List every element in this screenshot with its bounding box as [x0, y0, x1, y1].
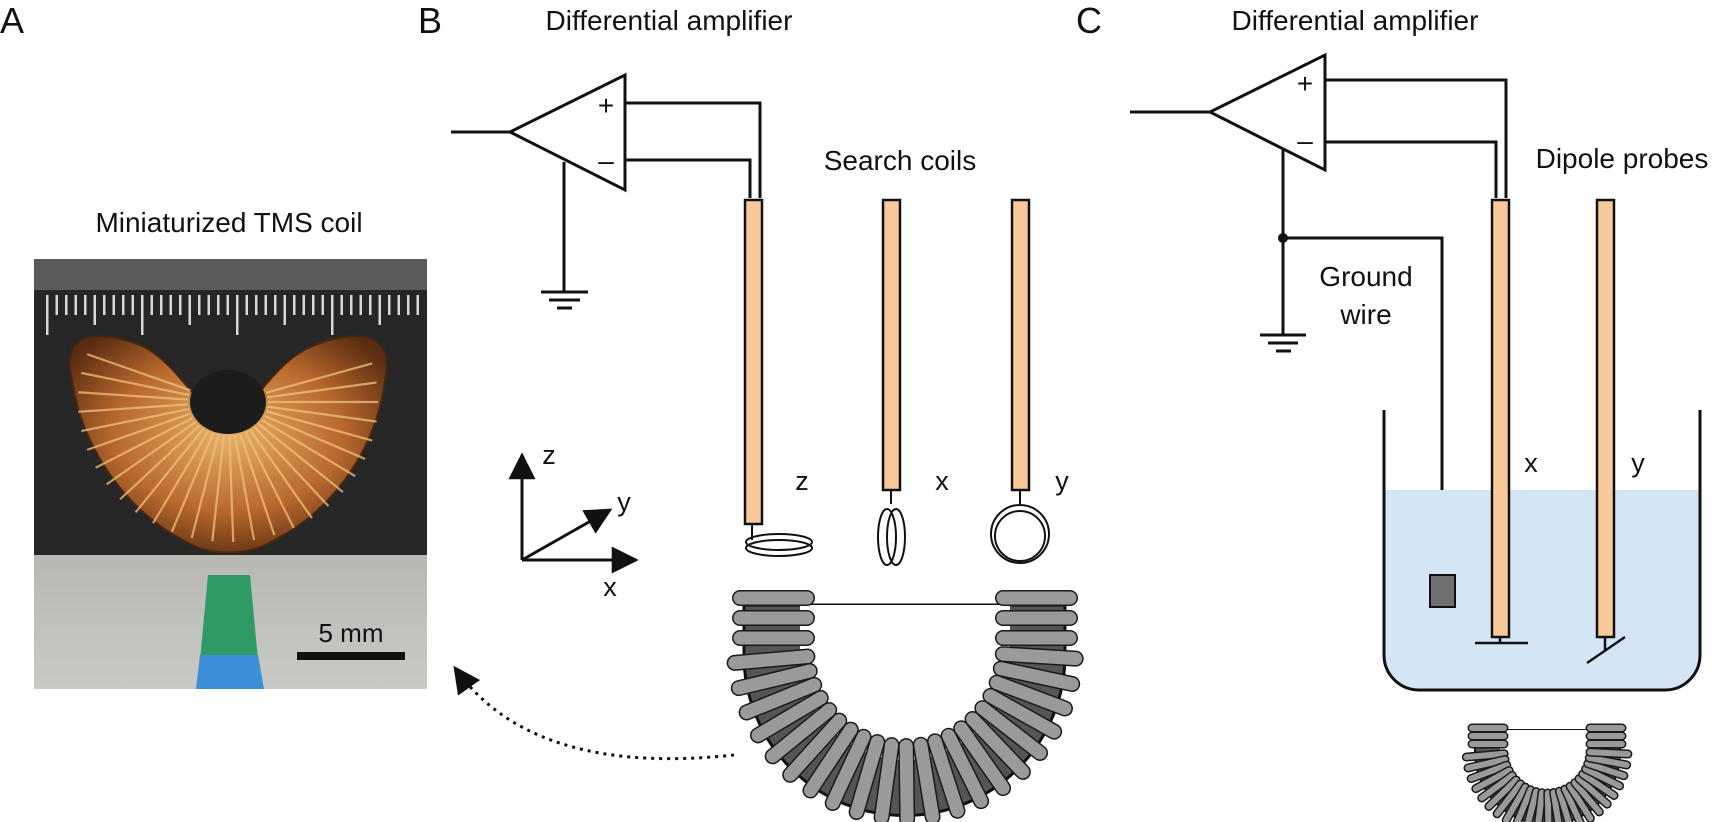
- ground-wire-line: [1283, 236, 1444, 575]
- coil-label-x: x: [935, 466, 949, 496]
- tms-coil-large-windings: [726, 590, 1084, 822]
- axis-label-x: x: [603, 572, 617, 602]
- coil-center-hole: [190, 370, 266, 434]
- ruler-ticks: [46, 295, 419, 335]
- amp-c-plus: +: [1297, 68, 1313, 99]
- axis-label-z: z: [542, 440, 556, 470]
- panel-c: C Differential amplifier + – Ground wire…: [1076, 0, 1708, 822]
- coil-label-y: y: [1055, 466, 1069, 496]
- panel-c-letter: C: [1076, 0, 1102, 41]
- tms-coil-small-windings: [1461, 723, 1633, 822]
- copper-coil: [69, 335, 388, 554]
- tms-coil-small: [1461, 723, 1633, 822]
- scale-bar-label: 5 mm: [319, 618, 384, 648]
- panel-a: A Miniaturized TMS coil 5 mm: [0, 0, 427, 689]
- dipole-probe-y: [1586, 198, 1626, 665]
- search-coil-z: [743, 198, 813, 557]
- coordinate-axes: [508, 452, 639, 574]
- differential-amplifier-c: + –: [1206, 52, 1327, 173]
- search-coils-title: Search coils: [824, 145, 977, 176]
- amp-c-minus: –: [1297, 125, 1313, 156]
- amp-b-plus-wire: [625, 101, 762, 198]
- ground-symbol-c: [1260, 333, 1306, 353]
- beaker: [1382, 410, 1702, 692]
- ground-wire-label-1: Ground: [1319, 261, 1412, 292]
- panel-a-title: Miniaturized TMS coil: [95, 207, 362, 238]
- ground-wire-label-2: wire: [1339, 299, 1391, 330]
- panel-b-amp-title: Differential amplifier: [546, 5, 793, 36]
- dipole-probes-title: Dipole probes: [1536, 143, 1709, 174]
- ground-electrode: [1429, 574, 1456, 608]
- probe-label-x: x: [1524, 448, 1538, 478]
- axis-label-y: y: [617, 487, 631, 517]
- dipole-probe-x: [1475, 198, 1528, 645]
- coil-photo: 5 mm: [34, 259, 427, 689]
- dotted-arrow: [453, 665, 735, 761]
- amp-c-minus-wire: [1325, 140, 1498, 198]
- amp-b-plus: +: [598, 90, 614, 121]
- coil-handle-green: [200, 575, 258, 660]
- search-coil-y: [990, 198, 1050, 564]
- copper-windings: [78, 353, 378, 542]
- amp-b-minus-wire: [625, 158, 752, 198]
- coil-label-z: z: [795, 466, 809, 496]
- amp-c-plus-wire: [1325, 78, 1508, 198]
- panel-b: B Differential amplifier + – Search coil…: [418, 0, 1084, 822]
- differential-amplifier-b: + –: [506, 72, 627, 193]
- panel-b-letter: B: [418, 0, 442, 41]
- search-coil-x: [877, 198, 906, 566]
- tms-coil-large: [726, 590, 1084, 822]
- scale-bar: [297, 652, 405, 660]
- probe-label-y: y: [1631, 448, 1645, 478]
- panel-c-amp-title: Differential amplifier: [1232, 5, 1479, 36]
- ground-symbol-b: [541, 290, 588, 310]
- amp-b-minus: –: [598, 145, 614, 176]
- coil-handle-blue: [196, 655, 264, 689]
- panel-a-letter: A: [0, 0, 24, 41]
